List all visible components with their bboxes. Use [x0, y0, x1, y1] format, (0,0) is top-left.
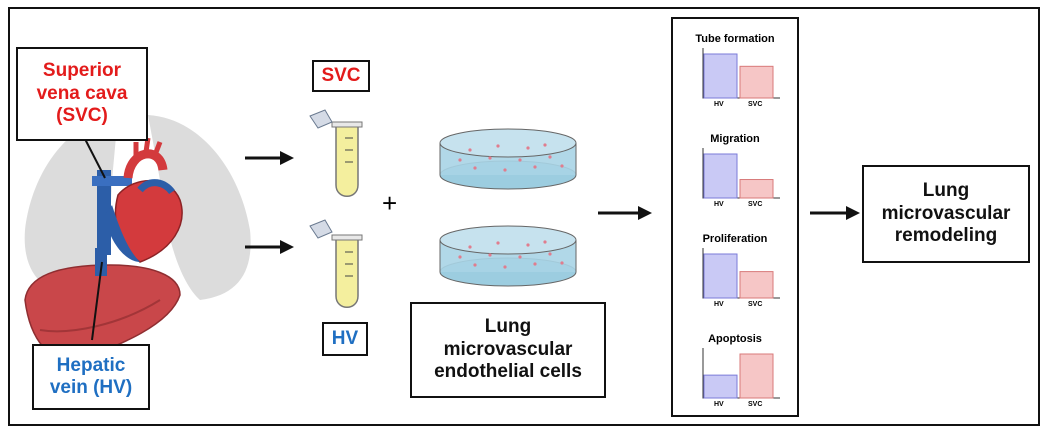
tick-label-svc-1: SVC	[748, 201, 763, 208]
tick-label-svc-2: SVC	[748, 301, 763, 308]
bar-svc-2	[739, 271, 774, 299]
figure-frame	[8, 7, 1040, 426]
bar-svc-1	[739, 179, 774, 199]
hv-sample-tube	[309, 219, 363, 308]
svc-sample-label: SVC	[312, 60, 370, 92]
bar-charts-group	[702, 48, 780, 399]
culture-dish-bottom	[439, 225, 577, 287]
outcome-label: Lung microvascular remodeling	[862, 165, 1030, 263]
svc-pointer-line	[83, 136, 106, 179]
bar-hv-2	[703, 253, 738, 299]
aortic-arch	[123, 149, 168, 179]
liver-shadow	[39, 299, 161, 333]
superior-vena-cava	[97, 170, 111, 255]
svc-vessel-label: Superior vena cava (SVC)	[16, 47, 148, 141]
right-lung-shape	[148, 115, 251, 300]
heart-right-side	[105, 205, 140, 262]
cells-label: Lung microvascular endothelial cells	[410, 302, 606, 398]
hv-sample-label: HV	[322, 322, 368, 356]
tick-label-hv-2: HV	[714, 301, 724, 308]
bar-hv-3	[703, 374, 738, 399]
tick-label-hv-1: HV	[714, 201, 724, 208]
plus-sign: +	[382, 188, 398, 218]
chart-title-2: Proliferation	[702, 233, 768, 245]
tick-label-svc-3: SVC	[748, 401, 763, 408]
arrow-to-hv-tube	[245, 240, 294, 254]
left-lung-shape	[24, 115, 118, 300]
bar-svc-3	[739, 353, 774, 399]
brachiocephalic-vein	[92, 176, 132, 186]
bar-hv-0	[703, 53, 738, 99]
hv-vessel-label: Hepatic vein (HV)	[32, 344, 150, 410]
pulmonary-artery	[137, 179, 175, 195]
culture-dish-top	[439, 128, 577, 190]
chart-title-3: Apoptosis	[708, 333, 762, 345]
hv-pointer-line	[91, 261, 103, 341]
chart-title-1: Migration	[710, 133, 760, 145]
arrow-to-results	[598, 206, 652, 220]
arrow-to-svc-tube	[245, 151, 294, 165]
chart-title-0: Tube formation	[695, 33, 775, 45]
aortic-branch-3	[152, 141, 163, 156]
svc-sample-tube	[309, 109, 363, 197]
tick-label-hv-3: HV	[714, 401, 724, 408]
arrow-to-outcome	[810, 206, 860, 220]
bar-hv-1	[703, 153, 738, 199]
bar-svc-0	[739, 65, 774, 99]
tick-label-svc-0: SVC	[748, 101, 763, 108]
tick-label-hv-0: HV	[714, 101, 724, 108]
